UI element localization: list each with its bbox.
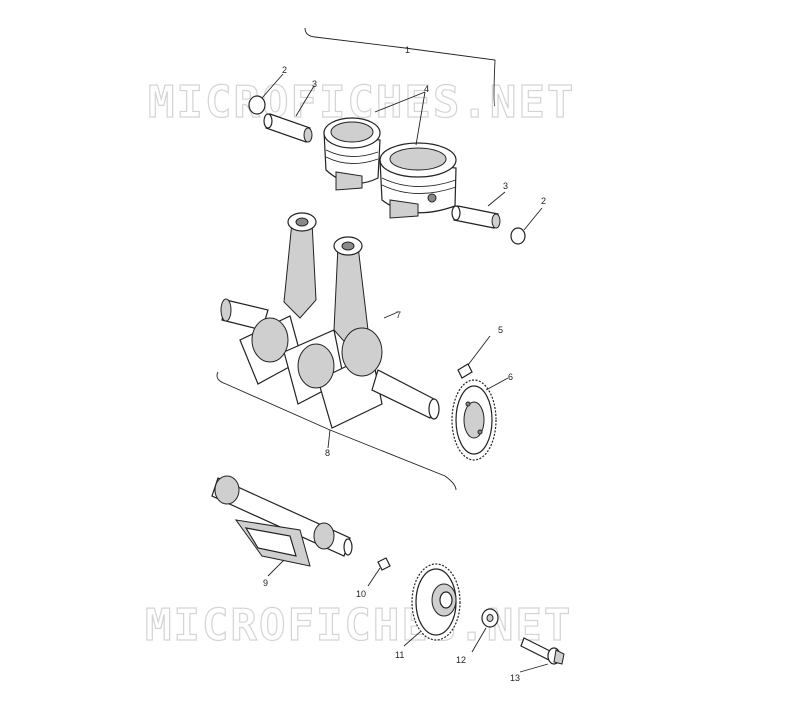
callout-1: 1 xyxy=(405,45,410,55)
balancer-shaft xyxy=(211,475,353,577)
piston-pin-right xyxy=(451,191,506,229)
callout-10: 10 xyxy=(356,589,366,599)
leader-4 xyxy=(374,91,426,146)
bracket-1 xyxy=(304,27,496,107)
callout-4: 4 xyxy=(424,84,429,94)
callout-9: 9 xyxy=(263,578,268,588)
callout-12: 12 xyxy=(456,655,466,665)
woodruff-key-crank xyxy=(457,335,491,379)
washer xyxy=(471,608,499,653)
callout-13: 13 xyxy=(510,673,520,683)
circlip-top xyxy=(248,73,284,115)
crank-gear xyxy=(451,377,509,461)
callout-2-top: 2 xyxy=(282,65,287,75)
callout-6: 6 xyxy=(508,372,513,382)
callout-11: 11 xyxy=(395,650,404,660)
callout-5: 5 xyxy=(498,325,503,335)
watermark-bottom: MICROFICHES.NET xyxy=(145,600,572,651)
balancer-gear xyxy=(403,563,461,647)
callout-3-top: 3 xyxy=(312,79,317,89)
piston-left xyxy=(323,117,381,191)
callout-3-right: 3 xyxy=(503,181,508,191)
circlip-right xyxy=(510,207,543,245)
piston-right xyxy=(379,142,457,219)
callout-2-right: 2 xyxy=(541,196,546,206)
callout-7: 7 xyxy=(396,310,401,320)
flange-bolt xyxy=(519,637,565,673)
crankshaft-assembly xyxy=(220,212,440,429)
woodruff-key-balancer xyxy=(367,557,391,587)
piston-pin-top xyxy=(263,85,315,143)
callout-8: 8 xyxy=(325,448,330,458)
